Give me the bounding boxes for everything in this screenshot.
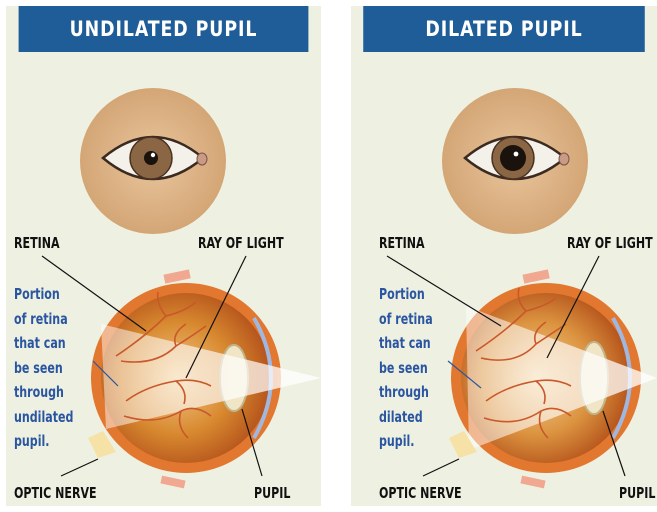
- undilated-panel: UNDILATED PUPIL RETINA RAY OF LIGHT OPTI…: [6, 6, 321, 506]
- retina-label: RETINA: [379, 234, 425, 252]
- retina-portion-description: Portion of retina that can be seen throu…: [379, 282, 433, 454]
- pupil-label: PUPIL: [254, 484, 290, 502]
- retina-portion-description: Portion of retina that can be seen throu…: [14, 282, 73, 454]
- ray-of-light-label: RAY OF LIGHT: [198, 234, 284, 252]
- retina-label: RETINA: [14, 234, 60, 252]
- pupil-label: PUPIL: [619, 484, 655, 502]
- dilated-panel: DILATED PUPIL RETINA RAY OF LIGHT OPTIC …: [351, 6, 657, 506]
- ray-of-light-label: RAY OF LIGHT: [567, 234, 653, 252]
- optic-nerve-label: OPTIC NERVE: [14, 484, 97, 502]
- optic-nerve-label: OPTIC NERVE: [379, 484, 462, 502]
- pupil-small: [144, 151, 158, 165]
- pupil-large: [500, 145, 526, 171]
- panel-title: DILATED PUPIL: [363, 6, 645, 52]
- panel-title: UNDILATED PUPIL: [19, 6, 309, 52]
